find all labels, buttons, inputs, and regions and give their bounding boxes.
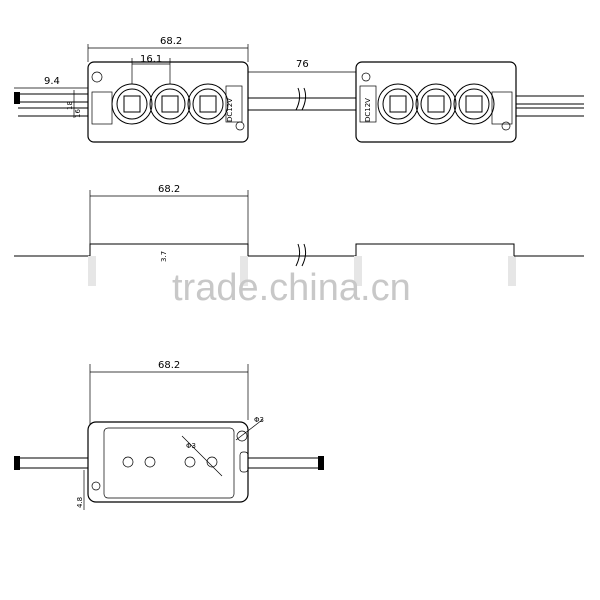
watermark: trade.china.cn — [172, 267, 411, 309]
bottom-wire-cap-right — [318, 456, 324, 470]
led-4 — [377, 83, 419, 125]
side-foot-1 — [88, 256, 96, 286]
led-3 — [187, 83, 229, 125]
voltage-label-2: DC12V — [364, 98, 372, 122]
bottom-pin-2 — [144, 456, 156, 468]
voltage-label-1: DC12V — [226, 98, 234, 122]
side-foot-2 — [240, 256, 248, 286]
dim-height-b: 16 — [74, 109, 82, 118]
bottom-wire-cap-left — [14, 456, 20, 470]
dim-side-length: 68.2 — [158, 184, 180, 195]
leader-hole-large — [235, 419, 263, 441]
side-body-2 — [355, 243, 515, 256]
bottom-module-body — [87, 421, 249, 503]
dim-height-a: 18 — [66, 101, 74, 110]
top-view: DC12V DC12V — [14, 36, 584, 143]
break-mark-top — [295, 87, 307, 111]
dim-bottom-length: 68.2 — [158, 360, 180, 371]
bottom-slot — [239, 451, 249, 473]
dim-bottom-offset: 4.8 — [76, 497, 84, 508]
bottom-inner-outline — [103, 427, 235, 499]
connector-right — [225, 85, 243, 123]
leader-hole-small — [181, 435, 223, 477]
side-foot-3 — [354, 256, 362, 286]
bottom-pin-4 — [206, 456, 218, 468]
mount-hole-3 — [361, 72, 371, 82]
mount-hole-1 — [91, 71, 103, 83]
connector-right-2 — [491, 91, 513, 125]
side-view: 68.2 3.7 — [14, 184, 584, 286]
bottom-pin-1 — [122, 456, 134, 468]
wire-end-cap — [14, 92, 20, 104]
side-body-1 — [89, 243, 249, 256]
bottom-pin-3 — [184, 456, 196, 468]
module-2-body — [355, 61, 517, 143]
module-1-body — [87, 61, 249, 143]
bottom-hole-right — [236, 430, 248, 442]
dim-gap: 76 — [296, 59, 309, 70]
mount-hole-4 — [501, 121, 511, 131]
dim-top-length: 68.2 — [160, 36, 182, 47]
side-foot-4 — [508, 256, 516, 286]
led-5 — [415, 83, 457, 125]
connector-left-2 — [359, 85, 377, 123]
bottom-view: 68.2 Φ3 Φ3 4.8 — [14, 360, 324, 510]
dim-hole-large: Φ3 — [254, 416, 264, 424]
dim-hole-small: Φ3 — [186, 442, 196, 450]
bottom-hole-left — [91, 481, 101, 491]
led-6 — [453, 83, 495, 125]
dim-side-height: 3.7 — [160, 251, 168, 262]
dim-wire-lead: 9.4 — [44, 76, 60, 87]
dim-led-pitch: 16.1 — [140, 54, 162, 65]
break-mark-side — [295, 243, 307, 267]
